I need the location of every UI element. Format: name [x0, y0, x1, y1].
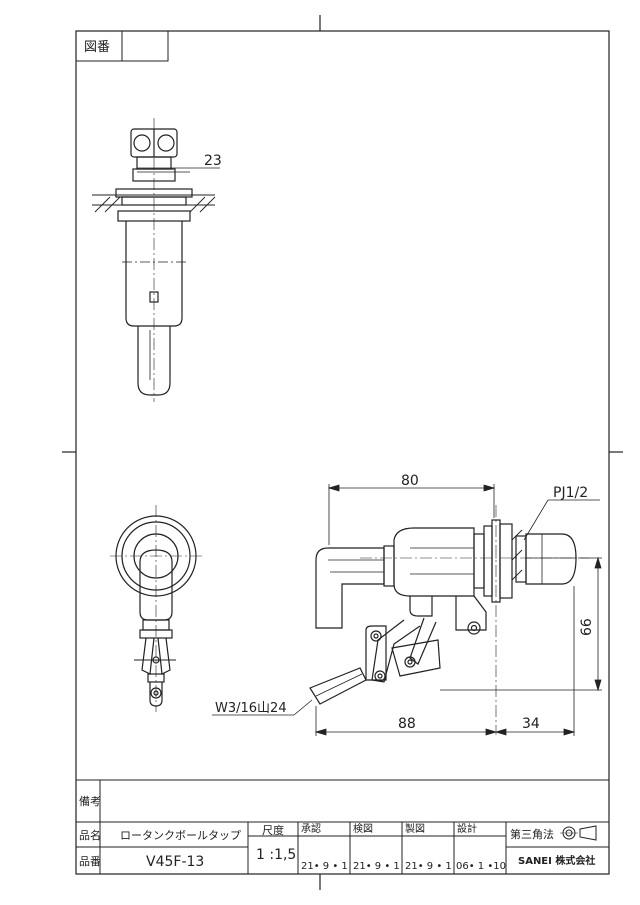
dim-80: 80 [401, 473, 419, 489]
shonin-label: 承認 [301, 822, 321, 835]
hinmei-value: ロータンクボールタップ [120, 829, 241, 842]
shakudo-label: 尺度 [262, 823, 284, 837]
biko-label: 備考 [79, 795, 101, 808]
shakudo-value: 1 :1,5 [256, 847, 296, 863]
company-name: SANEI 株式会社 [518, 854, 595, 867]
hinmei-label: 品名 [79, 828, 101, 842]
dim-34: 34 [522, 716, 540, 732]
dim-23: 23 [204, 153, 222, 169]
top-view [92, 118, 220, 402]
dim-66: 66 [579, 618, 595, 636]
dim-88: 88 [398, 716, 416, 732]
hinban-value: V45F-13 [146, 854, 204, 870]
seizu-label: 製図 [405, 822, 425, 835]
third-angle-projection-icon [560, 825, 597, 841]
front-view [110, 505, 202, 712]
projection-label: 第三角法 [510, 827, 554, 841]
dimension-lines [212, 484, 602, 736]
sekkei-date: 06• 1 •10 [456, 861, 506, 872]
drawing-number-box: 図番 [75, 30, 169, 62]
dim-pipe-thread: PJ1/2 [553, 485, 588, 501]
shonin-date: 21• 9 • 1 [301, 861, 348, 872]
sekkei-label: 設計 [457, 822, 477, 835]
kenzu-date: 21• 9 • 1 [353, 861, 400, 872]
title-block-lines [76, 779, 609, 874]
zuban-label: 図番 [84, 40, 110, 55]
sheet-frame [62, 15, 623, 890]
kenzu-label: 検図 [353, 822, 373, 835]
dim-thread-w: W3/16山24 [215, 701, 287, 716]
side-view [309, 505, 590, 735]
seizu-date: 21• 9 • 1 [405, 861, 452, 872]
hinban-label: 品番 [79, 855, 101, 868]
